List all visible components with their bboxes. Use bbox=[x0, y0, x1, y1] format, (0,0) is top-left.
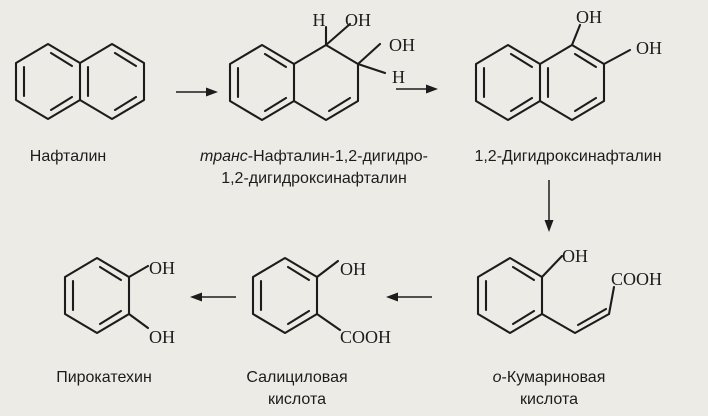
dihydrodiol-name-rest: -Нафталин-1,2-дигидро- bbox=[247, 148, 428, 165]
dihydroxynaphthalene-atom-labels: OH OH bbox=[576, 7, 662, 58]
dihydrodiol-h2-atom: H bbox=[392, 67, 405, 87]
arrow-salicylic-acid-to-catechol bbox=[190, 292, 236, 302]
dihydrodiol-name-line1: транс-Нафталин-1,2-дигидро- bbox=[200, 146, 428, 168]
dihydrodiol-oh2-atom: OH bbox=[389, 35, 415, 55]
dihydrodiol-atom-labels: H OH OH H bbox=[313, 10, 416, 87]
salicylic-acid-structure bbox=[251, 256, 342, 335]
naphthalene-name-text: Нафталин bbox=[29, 148, 107, 165]
coumaric-acid-prefix: о bbox=[492, 369, 502, 386]
dihydrodiol-structure bbox=[228, 22, 387, 122]
dihydroxynaphthalene-oh2-atom: OH bbox=[636, 38, 662, 58]
naphthalene-structure bbox=[14, 42, 146, 121]
catechol-name: Пирокатехин bbox=[56, 367, 152, 389]
naphthalene-name: Нафталин bbox=[30, 146, 106, 168]
dihydrodiol-name: транс-Нафталин-1,2-дигидро- 1,2-дигидрок… bbox=[200, 146, 428, 190]
coumaric-acid-name-line2: кислота bbox=[519, 391, 579, 408]
dihydrodiol-h1-atom: H bbox=[313, 10, 326, 30]
coumaric-acid-atom-labels: OH COOH bbox=[562, 246, 662, 289]
coumaric-acid-cooh-atom: COOH bbox=[611, 269, 662, 289]
dihydroxynaphthalene-oh1-atom: OH bbox=[576, 7, 602, 27]
catechol-oh2-atom: OH bbox=[149, 327, 175, 347]
dihydroxynaphthalene-name-text: 1,2-Дигидроксинафталин bbox=[474, 148, 662, 165]
arrow-dihydroxynaphthalene-to-coumaric-acid bbox=[544, 180, 554, 232]
coumaric-acid-name: о-Кумариновая кислота bbox=[493, 367, 606, 411]
dihydrodiol-prefix: транс bbox=[200, 148, 248, 165]
dihydroxynaphthalene-structure bbox=[474, 23, 632, 122]
arrow-coumaric-to-salicylic-acid bbox=[386, 292, 432, 302]
coumaric-acid-oh-atom: OH bbox=[562, 246, 588, 266]
dihydrodiol-name-line2: 1,2-дигидроксинафталин bbox=[221, 170, 407, 187]
salicylic-acid-atom-labels: OH COOH bbox=[340, 259, 391, 347]
arrow-naphthalene-to-dihydrodiol bbox=[176, 87, 218, 97]
arrow-dihydrodiol-to-dihydroxynaphthalene bbox=[396, 84, 438, 94]
dihydrodiol-oh1-atom: OH bbox=[345, 10, 371, 30]
coumaric-acid-structure bbox=[476, 254, 616, 335]
salicylic-acid-name: Салициловая кислота bbox=[246, 367, 347, 411]
coumaric-acid-name-rest: -Кумариновая bbox=[501, 369, 606, 386]
salicylic-acid-name-line1: Салициловая bbox=[246, 369, 348, 386]
catechol-structure bbox=[63, 256, 150, 335]
catechol-oh1-atom: OH bbox=[149, 258, 175, 278]
dihydroxynaphthalene-name: 1,2-Дигидроксинафталин bbox=[474, 146, 661, 168]
salicylic-acid-cooh-atom: COOH bbox=[340, 327, 391, 347]
catechol-name-text: Пирокатехин bbox=[56, 369, 152, 386]
salicylic-acid-oh-atom: OH bbox=[340, 259, 366, 279]
coumaric-acid-name-line1: о-Кумариновая bbox=[493, 367, 606, 389]
catechol-atom-labels: OH OH bbox=[149, 258, 175, 347]
salicylic-acid-name-line2: кислота bbox=[267, 391, 327, 408]
